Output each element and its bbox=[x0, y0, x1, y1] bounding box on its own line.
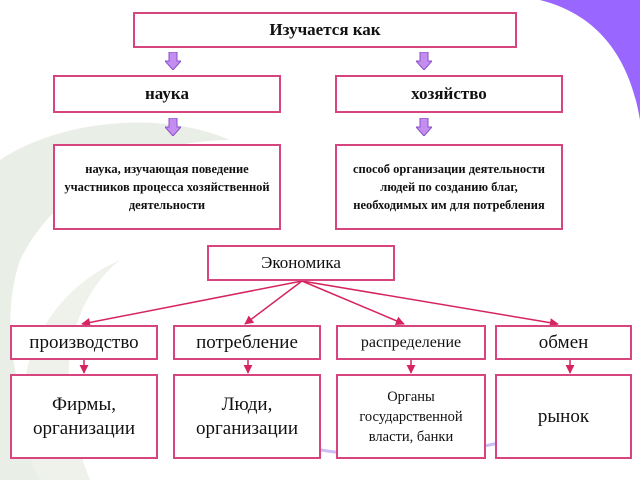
agent-production-box: Фирмы, организации bbox=[10, 374, 158, 459]
definition-science: наука, изучающая поведение участников пр… bbox=[64, 162, 270, 212]
definition-economy: способ организации деятельности людей по… bbox=[353, 162, 545, 212]
agent-consumption-box: Люди, организации bbox=[173, 374, 321, 459]
sphere-distribution-box: распределение bbox=[336, 325, 486, 360]
branch-economy-box: хозяйство bbox=[335, 75, 563, 113]
sphere-production-label: производство bbox=[29, 331, 139, 353]
definition-science-box: наука, изучающая поведение участников пр… bbox=[53, 144, 281, 230]
corner-accent bbox=[540, 0, 640, 120]
branch-science-label: наука bbox=[145, 84, 189, 103]
sphere-production-box: производство bbox=[10, 325, 158, 360]
sphere-consumption-label: потребление bbox=[196, 331, 298, 353]
top-title: Изучается как bbox=[269, 20, 381, 39]
sphere-consumption-box: потребление bbox=[173, 325, 321, 360]
agent-distribution: Органы государственной власти, банки bbox=[359, 388, 463, 445]
economics-title: Экономика bbox=[261, 253, 341, 272]
branch-economy-label: хозяйство bbox=[411, 84, 487, 103]
sphere-exchange-box: обмен bbox=[495, 325, 632, 360]
definition-economy-box: способ организации деятельности людей по… bbox=[335, 144, 563, 230]
agent-exchange: рынок bbox=[537, 405, 590, 427]
agent-production: Фирмы, организации bbox=[32, 393, 135, 439]
down-arrow-icon bbox=[416, 52, 432, 70]
agent-exchange-box: рынок bbox=[495, 374, 632, 459]
down-arrow-icon bbox=[416, 118, 432, 136]
down-arrow-icon bbox=[165, 118, 181, 136]
sphere-distribution-label: распределение bbox=[360, 333, 462, 351]
economics-box: Экономика bbox=[207, 245, 395, 281]
branch-science-box: наука bbox=[53, 75, 281, 113]
down-arrow-icon bbox=[165, 52, 181, 70]
agent-distribution-box: Органы государственной власти, банки bbox=[336, 374, 486, 459]
top-title-box: Изучается как bbox=[133, 12, 517, 48]
agent-consumption: Люди, организации bbox=[195, 393, 298, 439]
sphere-exchange-label: обмен bbox=[538, 331, 589, 353]
